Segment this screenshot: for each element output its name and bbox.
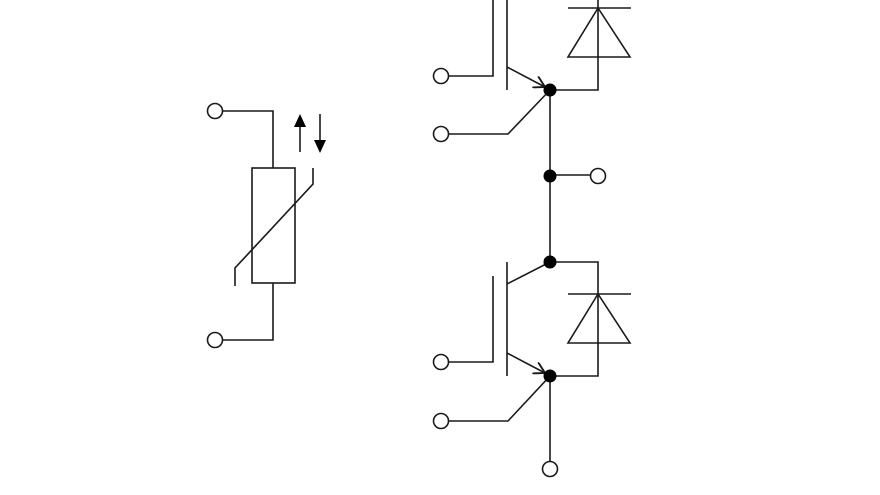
terminal-emitter bbox=[541, 460, 559, 478]
terminal-aux-emitter-high bbox=[432, 125, 450, 143]
gate-lead bbox=[448, 276, 494, 363]
terminal-gate-high bbox=[432, 67, 450, 85]
terminal-gate-low bbox=[432, 353, 450, 371]
diode-high-side bbox=[550, 0, 632, 91]
junction-node bbox=[543, 255, 557, 269]
arrow-down-icon bbox=[314, 114, 326, 153]
emitter-arrow bbox=[506, 352, 545, 373]
gate-lead bbox=[448, 0, 494, 77]
emitter-arrow bbox=[506, 66, 545, 87]
terminal-thermistor-bottom bbox=[206, 331, 224, 349]
junction-node bbox=[543, 169, 557, 183]
terminal-aux-emitter-low bbox=[432, 412, 450, 430]
ntc-thermistor bbox=[206, 102, 326, 349]
igbt-high-side bbox=[432, 0, 551, 143]
collector-lead bbox=[506, 261, 551, 285]
terminal-thermistor-top bbox=[206, 102, 224, 120]
junction-node bbox=[543, 83, 557, 97]
thermistor-lead-top bbox=[222, 110, 274, 168]
junction-node bbox=[543, 369, 557, 383]
diode-low-side bbox=[550, 261, 632, 377]
thermistor-lead-bottom bbox=[222, 283, 274, 341]
aux-emitter-lead bbox=[448, 89, 551, 135]
arrow-up-icon bbox=[294, 114, 306, 152]
terminal-output bbox=[589, 167, 607, 185]
igbt-low-side bbox=[432, 261, 551, 430]
thermistor-slash bbox=[234, 168, 314, 286]
aux-emitter-lead bbox=[448, 375, 551, 422]
